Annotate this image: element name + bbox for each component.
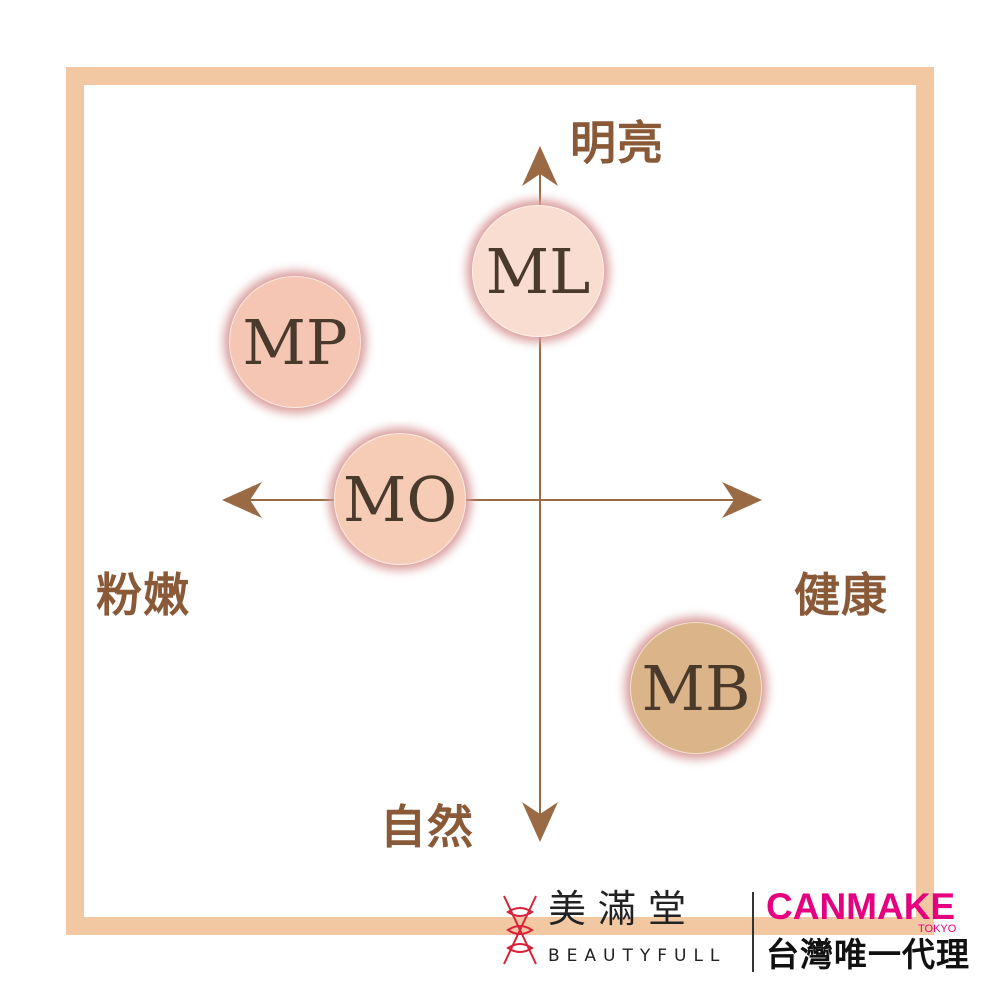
axis-label-top: 明亮 (570, 116, 664, 170)
footer-branding: 美滿堂 BEAUTYFULL CANMAKE TOKYO 台灣唯一代理 (500, 888, 970, 978)
arrow-down-icon (522, 802, 558, 842)
diagram-frame (66, 67, 934, 935)
brand-name-en: BEAUTYFULL (548, 946, 727, 966)
canmake-tokyo: TOKYO (918, 923, 957, 935)
arrow-right-icon (722, 482, 762, 518)
axis-label-left: 粉嫩 (96, 568, 190, 622)
exclusive-agent-text: 台灣唯一代理 (766, 935, 970, 974)
shade-mb: MB (630, 622, 762, 754)
brand-name-cn: 美滿堂 (548, 887, 699, 931)
shade-mo: MO (334, 433, 466, 565)
beautyfull-logo-icon (503, 895, 537, 965)
arrow-left-icon (222, 482, 262, 518)
canmake-logo: CANMAKE (766, 886, 956, 927)
axis-label-bottom: 自然 (380, 800, 474, 854)
arrow-up-icon (522, 146, 558, 186)
axis-label-right: 健康 (794, 568, 888, 622)
shade-mp: MP (229, 276, 361, 408)
footer-divider (752, 892, 754, 972)
shade-ml: ML (472, 205, 604, 337)
